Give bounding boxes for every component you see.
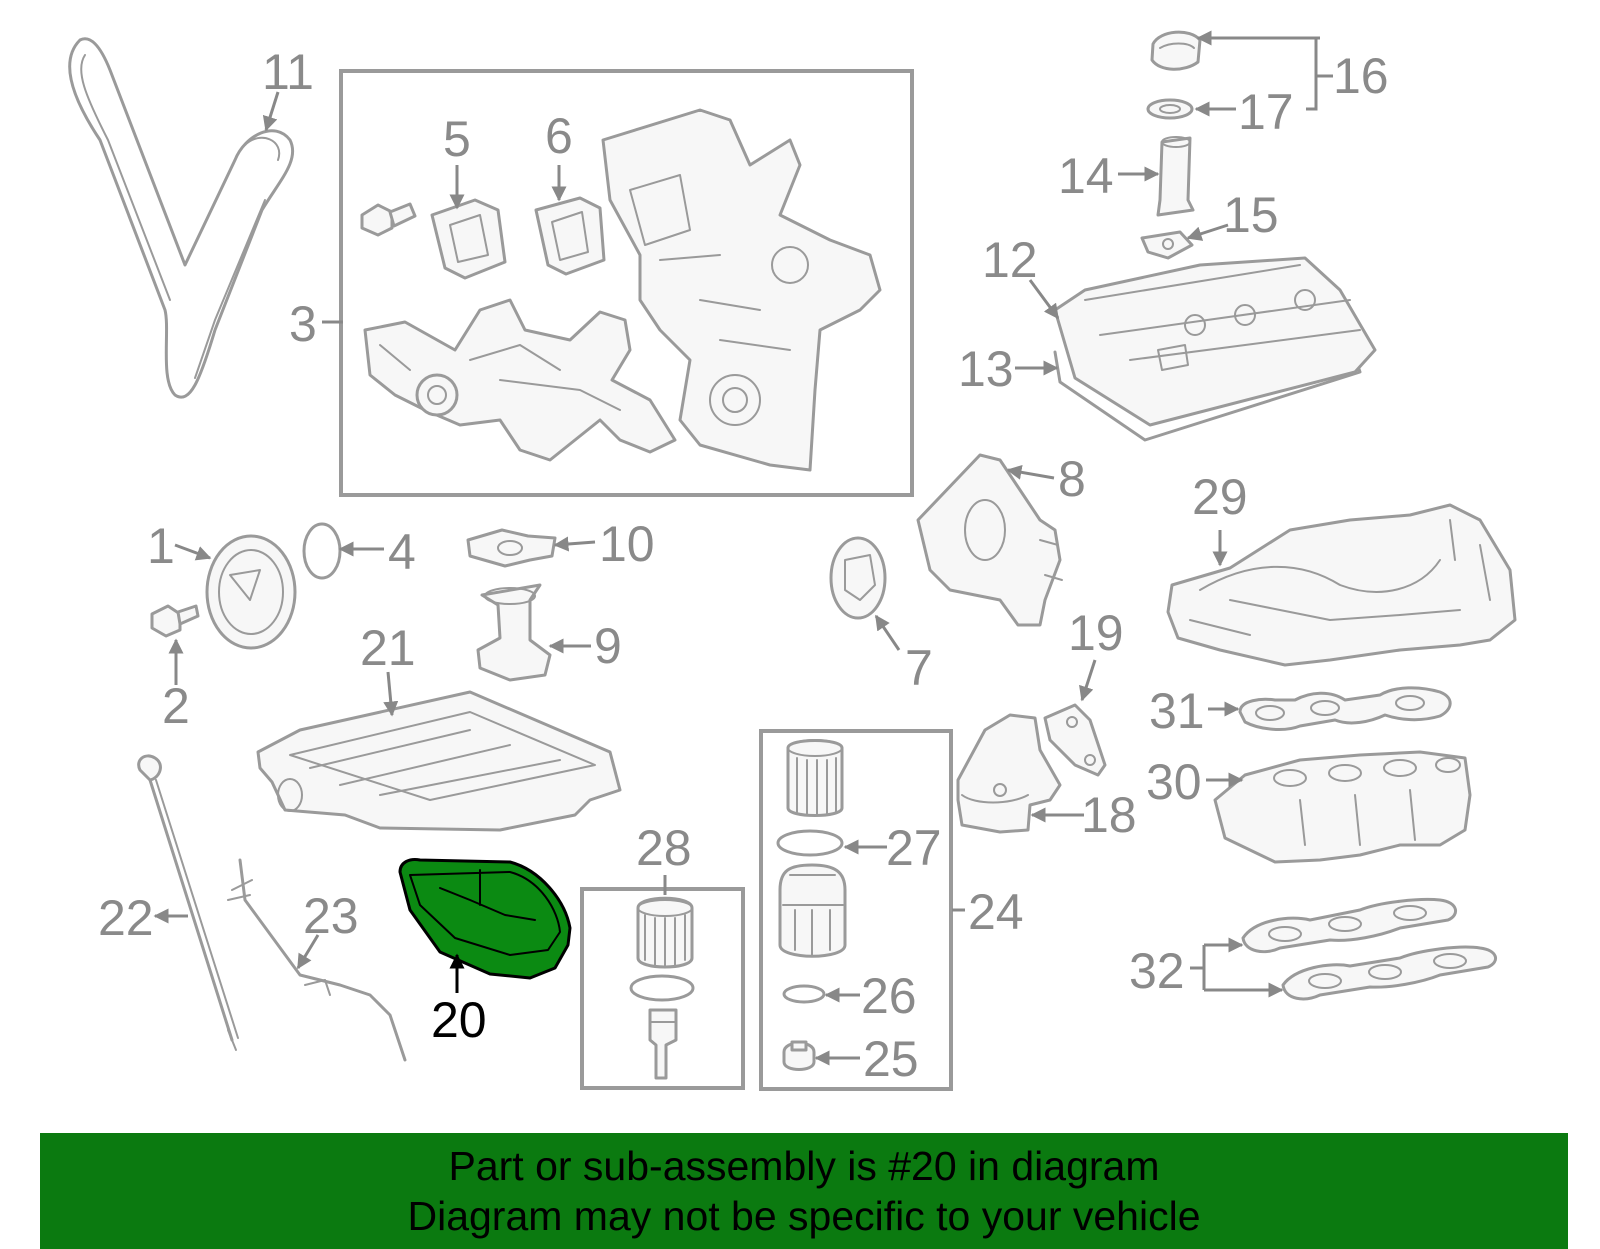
callout-30: 30 [1146, 754, 1202, 810]
part-17-cap-gasket[interactable] [1146, 98, 1194, 120]
part-3-timing-cover[interactable] [601, 108, 882, 472]
callout-20-highlighted: 20 [431, 992, 487, 1048]
callout-15: 15 [1223, 187, 1279, 243]
part-24-filter-cap[interactable] [778, 863, 847, 958]
part-18-oil-filter-bracket[interactable] [956, 713, 1062, 834]
part-21-upper-oil-pan[interactable] [256, 690, 622, 832]
part-4-o-ring[interactable] [302, 522, 342, 580]
callout-27: 27 [886, 820, 942, 876]
callout-31: 31 [1149, 683, 1205, 739]
callout-9: 9 [594, 618, 622, 674]
part-5-gasket[interactable] [430, 198, 507, 280]
part-27-o-ring[interactable] [776, 829, 844, 857]
group-box-28 [580, 887, 745, 1090]
part-20-oil-pan-highlighted[interactable] [398, 858, 572, 980]
callout-4: 4 [388, 524, 416, 580]
banner-line-part: Part or sub-assembly is #20 in diagram [448, 1143, 1160, 1189]
callout-7: 7 [905, 640, 933, 696]
part-1-crank-pulley[interactable] [205, 534, 297, 650]
callout-29: 29 [1192, 469, 1248, 525]
part-23-dipstick-guide[interactable] [227, 858, 407, 1062]
callout-26: 26 [861, 968, 917, 1024]
callout-8: 8 [1058, 451, 1086, 507]
part-8-oil-pump-cover[interactable] [916, 453, 1063, 627]
callout-13: 13 [958, 341, 1014, 397]
callout-6: 6 [545, 108, 573, 164]
part-15-tube-gasket[interactable] [1140, 230, 1194, 260]
leader-lines [153, 30, 1333, 1066]
callout-12: 12 [982, 232, 1038, 288]
callout-23: 23 [303, 888, 359, 944]
callout-1: 1 [147, 518, 175, 574]
banner-line-disclaimer: Diagram may not be specific to your vehi… [407, 1193, 1201, 1239]
part-3-bolt[interactable] [360, 202, 417, 237]
part-3-water-pump[interactable] [363, 298, 677, 462]
group-box-3 [339, 69, 914, 497]
part-32-manifold-gasket-upper[interactable] [1241, 898, 1457, 954]
part-28-o-ring[interactable] [629, 974, 695, 1002]
callout-17: 17 [1238, 84, 1294, 140]
part-14-filler-tube[interactable] [1156, 136, 1195, 217]
callout-18: 18 [1081, 787, 1137, 843]
callout-25: 25 [863, 1031, 919, 1087]
part-29-intake-plenum[interactable] [1166, 503, 1517, 667]
callout-28: 28 [636, 820, 692, 876]
callout-19: 19 [1068, 605, 1124, 661]
part-info-banner: Part or sub-assembly is #20 in diagram D… [40, 1133, 1568, 1249]
callout-32: 32 [1129, 943, 1185, 999]
callout-5: 5 [443, 111, 471, 167]
part-32-manifold-gasket-lower[interactable] [1281, 945, 1497, 1001]
part-6-gasket[interactable] [534, 196, 606, 276]
part-28-oil-filter-element[interactable] [636, 896, 694, 969]
part-10-strainer-gasket[interactable] [466, 528, 557, 568]
part-24-filter-element[interactable] [786, 739, 844, 817]
part-9-oil-strainer[interactable] [476, 583, 552, 682]
part-30-intake-manifold[interactable] [1213, 750, 1472, 864]
callout-10: 10 [599, 516, 655, 572]
callout-3: 3 [289, 296, 317, 352]
callout-2: 2 [162, 678, 190, 734]
part-31-plenum-gasket[interactable] [1238, 686, 1452, 731]
part-25-drain-plug[interactable] [782, 1040, 816, 1071]
part-11-timing-chain[interactable] [68, 37, 295, 399]
part-19-bracket-gasket[interactable] [1043, 703, 1107, 777]
part-12-valve-cover[interactable] [1053, 256, 1377, 427]
part-26-o-ring[interactable] [782, 984, 826, 1004]
callout-21: 21 [360, 620, 416, 676]
part-2-pulley-bolt[interactable] [150, 604, 200, 638]
callout-24: 24 [968, 884, 1024, 940]
callout-labels: 1 2 3 4 5 6 7 8 9 10 11 12 13 14 15 16 1… [98, 44, 1389, 1087]
part-7-oil-pump-rotor[interactable] [829, 536, 887, 620]
callout-16: 16 [1333, 48, 1389, 104]
part-22-dipstick[interactable] [137, 754, 239, 1051]
callout-11: 11 [262, 44, 314, 100]
callout-22: 22 [98, 890, 154, 946]
part-16-oil-filler-cap[interactable] [1150, 30, 1202, 71]
part-28-drain-plug[interactable] [648, 1008, 678, 1080]
group-box-24 [759, 729, 953, 1091]
callout-14: 14 [1058, 148, 1114, 204]
